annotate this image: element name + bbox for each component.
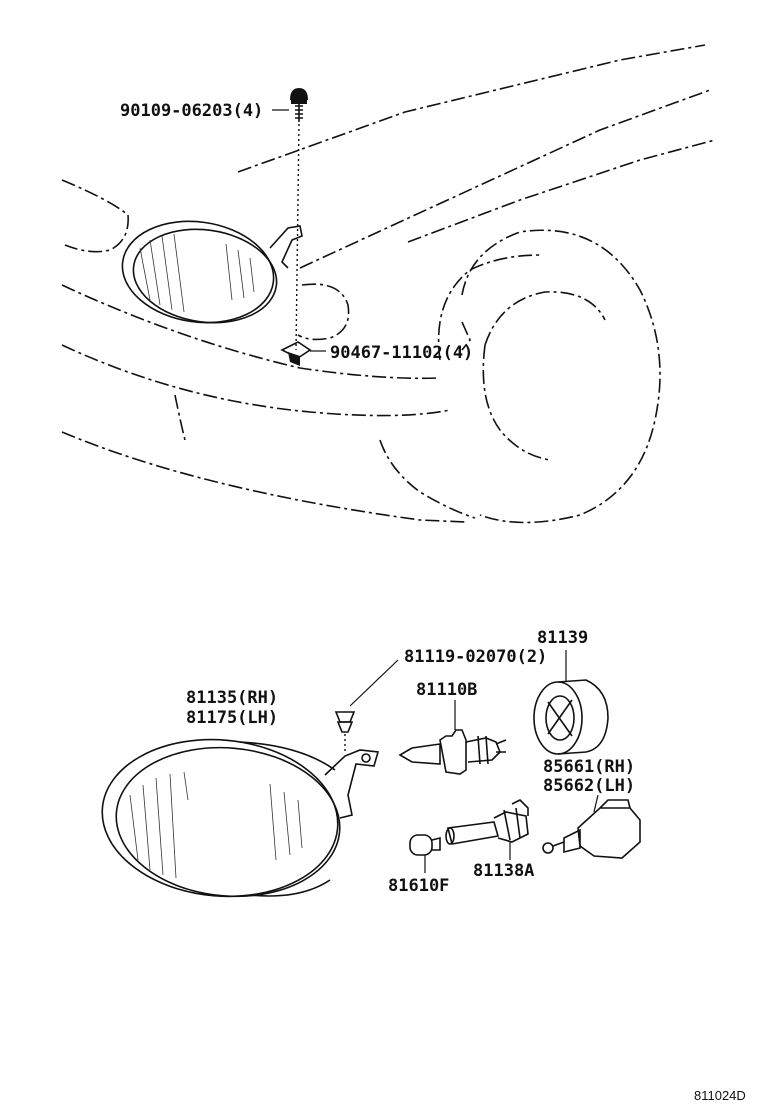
label-bulb: 81110B <box>416 680 477 700</box>
wedge-bulb-icon <box>409 834 441 856</box>
label-grommet: 81119-02070(2) <box>404 647 547 667</box>
small-socket-icon <box>445 799 529 845</box>
diagram-code: 811024D <box>694 1088 746 1103</box>
label-headlamp-rh: 81135(RH) <box>186 688 278 708</box>
leader-grommet <box>349 659 399 707</box>
label-wedge-bulb: 81610F <box>388 876 449 896</box>
headlamp-installed <box>121 220 303 324</box>
nut-icon <box>280 341 312 366</box>
label-cap: 81139 <box>537 628 588 648</box>
label-headlamp-lh: 81175(LH) <box>186 708 278 728</box>
leader-socket <box>593 794 599 813</box>
bolt-icon <box>290 88 308 122</box>
socket-connector-icon <box>542 799 641 859</box>
headlamp-assembly <box>101 738 380 898</box>
cap-icon <box>533 679 609 755</box>
label-bolt: 90109-06203(4) <box>120 101 263 121</box>
vehicle-body-outline <box>61 44 716 524</box>
label-socket-rh: 85661(RH) <box>543 757 635 777</box>
grommet-icon <box>334 711 356 733</box>
bulb-icon <box>398 729 507 775</box>
label-nut: 90467-11102(4) <box>330 343 473 363</box>
label-small-socket: 81138A <box>473 861 534 881</box>
label-socket-lh: 85662(LH) <box>543 776 635 796</box>
